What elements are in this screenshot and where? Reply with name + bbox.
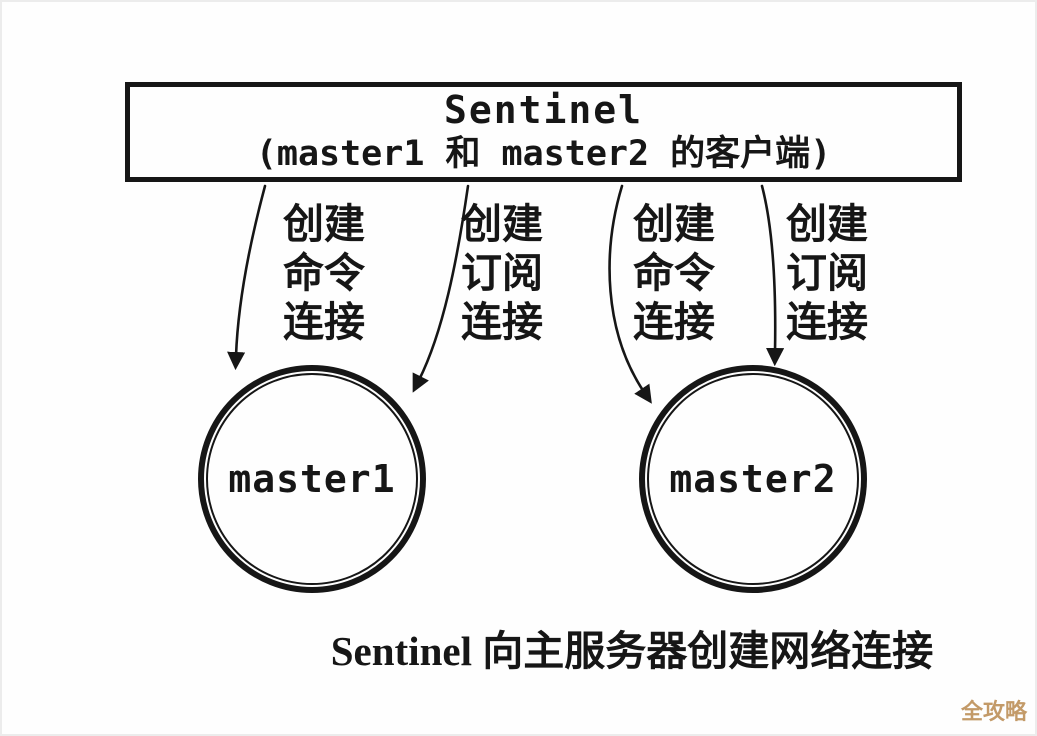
connection-label-line: 连接 xyxy=(633,298,715,346)
sentinel-box-title: Sentinel xyxy=(443,88,644,132)
diagram-caption: Sentinel 向主服务器创建网络连接 xyxy=(330,628,934,674)
connection-label-line: 订阅 xyxy=(461,249,543,297)
connection-label-command-1: 创建 命令 连接 xyxy=(272,200,376,347)
node-master2-label: master2 xyxy=(669,457,837,501)
arrow-create-subscribe-connection-master2 xyxy=(760,184,785,367)
node-master1: master1 xyxy=(198,365,426,593)
sentinel-box-subtitle: (master1 和 master2 的客户端) xyxy=(255,134,832,174)
connection-label-line: 连接 xyxy=(786,298,868,346)
sentinel-box: Sentinel (master1 和 master2 的客户端) xyxy=(125,82,962,182)
connection-label-line: 连接 xyxy=(461,298,543,346)
connection-label-command-2: 创建 命令 连接 xyxy=(622,200,726,347)
connection-label-line: 创建 xyxy=(786,200,868,248)
node-master1-inner-ring xyxy=(206,373,418,585)
connection-label-line: 命令 xyxy=(283,249,365,297)
connection-label-line: 命令 xyxy=(633,249,715,297)
node-master1-label: master1 xyxy=(228,457,396,501)
watermark: 全攻略 xyxy=(960,700,1027,725)
connection-label-line: 订阅 xyxy=(786,249,868,297)
connection-label-line: 连接 xyxy=(283,298,365,346)
connection-label-line: 创建 xyxy=(283,200,365,248)
connection-label-subscribe-1: 创建 订阅 连接 xyxy=(450,200,554,347)
node-master2: master2 xyxy=(639,365,867,593)
node-master2-inner-ring xyxy=(647,373,859,585)
connection-label-line: 创建 xyxy=(461,200,543,248)
connection-label-line: 创建 xyxy=(633,200,715,248)
arrow-create-command-connection-master1 xyxy=(227,184,267,371)
connection-label-subscribe-2: 创建 订阅 连接 xyxy=(775,200,879,347)
